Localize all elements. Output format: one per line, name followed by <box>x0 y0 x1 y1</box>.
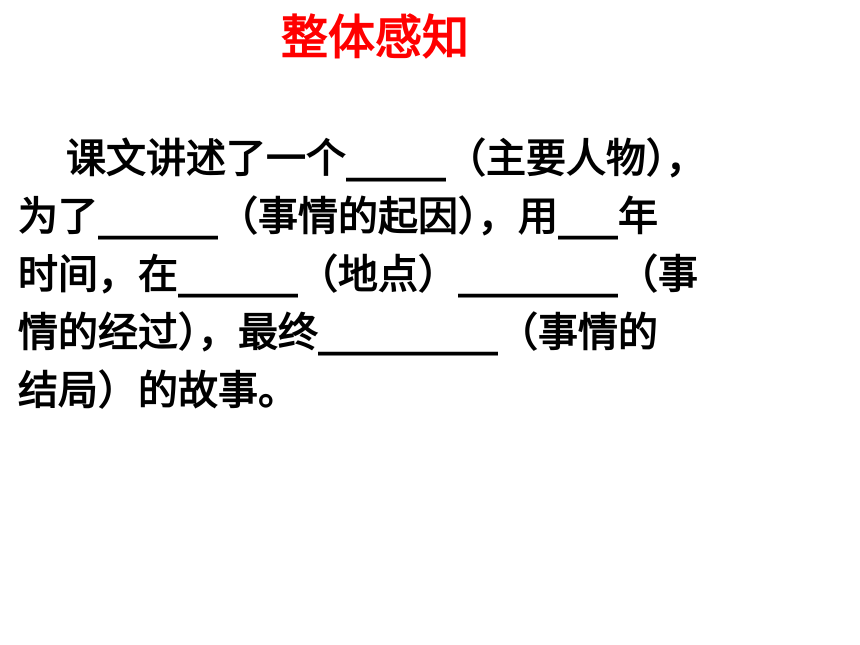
paragraph-line-1-text: 课文讲述了一个_____（主要人物）， <box>66 136 706 182</box>
paragraph-line-4: 情的经过），最终_________（事情的 <box>18 310 658 356</box>
fill-in-blank-paragraph: 课文讲述了一个_____（主要人物）， 为了______（事情的起因），用___… <box>18 130 706 420</box>
paragraph-line-3: 时间，在______（地点）________（事 <box>18 252 698 298</box>
paragraph-line-2: 为了______（事情的起因），用___年 <box>18 194 658 240</box>
paragraph-line-1: 课文讲述了一个_____（主要人物）， <box>18 130 706 188</box>
slide-title: 整体感知 <box>281 11 469 66</box>
paragraph-line-5: 结局）的故事。 <box>18 368 298 414</box>
